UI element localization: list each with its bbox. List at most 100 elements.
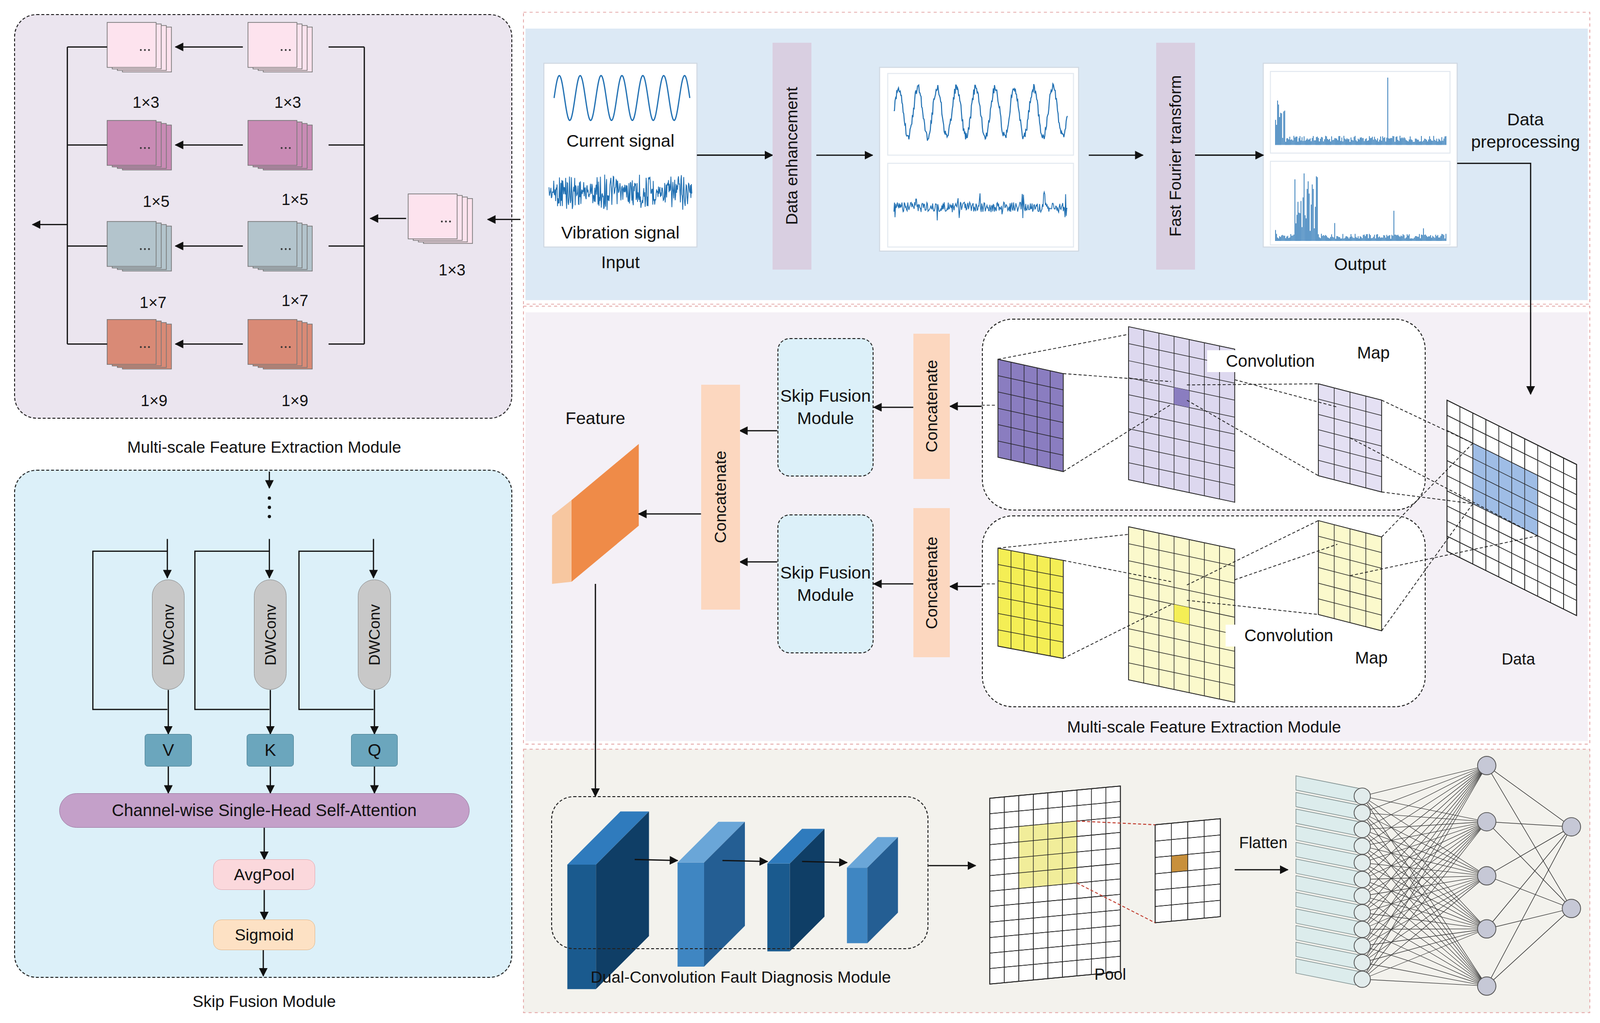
- arrow: [634, 858, 678, 860]
- process-box: Skip Fusion Module: [777, 337, 875, 477]
- input-neuron: [1354, 837, 1371, 855]
- nn-link: [1362, 795, 1487, 986]
- kernel-size-label: 1×5: [281, 190, 309, 210]
- spectrum-bar: [1365, 234, 1367, 241]
- spectrum-bar: [1378, 236, 1379, 241]
- spectrum-bar: [1416, 236, 1418, 241]
- nn-link: [1362, 912, 1487, 929]
- spectrum-bar: [1362, 237, 1363, 241]
- arrow: [487, 218, 521, 221]
- spectrum-bar: [1313, 188, 1314, 241]
- arrow-connector: [167, 689, 169, 734]
- process-box: Sigmoid: [213, 919, 316, 950]
- nn-link: [1362, 821, 1487, 863]
- spectrum-bar: [1378, 141, 1379, 146]
- spectrum-bar: [1311, 204, 1312, 241]
- spectrum-bar: [1434, 139, 1435, 146]
- spectrum-bar: [1440, 140, 1441, 145]
- ellipsis-dot: [280, 147, 283, 150]
- nn-link: [1486, 908, 1572, 986]
- spectrum-bar: [1385, 141, 1386, 145]
- spectrum-bar: [1437, 141, 1438, 145]
- spectrum-bar: [1374, 136, 1375, 146]
- grid-line: [1155, 867, 1221, 874]
- spectrum-bar: [1334, 137, 1335, 145]
- projection-line: [1186, 400, 1319, 476]
- arrow: [269, 538, 271, 578]
- spectrum-bar: [1306, 188, 1308, 241]
- spectrum-bar: [1283, 111, 1284, 145]
- spectrum-bar: [1314, 140, 1316, 146]
- spectrum-bar: [1293, 135, 1295, 146]
- node-text: Data enhancement: [781, 86, 803, 225]
- spectrum-bar: [1422, 235, 1423, 241]
- grid-line: [1447, 505, 1577, 570]
- panel-fill: [1263, 63, 1458, 247]
- grid-line: [1447, 536, 1577, 601]
- node-text: Skip Fusion Module: [15, 990, 513, 1012]
- spectrum-bar: [1309, 138, 1311, 145]
- spectrum-bar: [1396, 235, 1398, 241]
- spectrum-bar: [1383, 137, 1384, 145]
- nn-link: [1362, 962, 1487, 986]
- spectrum-bar: [1381, 140, 1382, 146]
- spectrum-bar: [1426, 139, 1427, 146]
- feature-map-layer: [107, 120, 157, 166]
- stage-label: Data: [1501, 649, 1535, 669]
- ellipsis-dot: [144, 346, 147, 349]
- spectrum-bar: [1417, 139, 1419, 146]
- spectrum-bar: [1397, 139, 1398, 145]
- spectrum-bar: [1300, 140, 1302, 145]
- spectrum-bar: [1392, 235, 1394, 241]
- spectrum-bar: [1350, 234, 1352, 241]
- spectrum-bar: [1277, 100, 1278, 145]
- nn-link: [1362, 845, 1487, 929]
- spectrum-bar: [1275, 119, 1276, 146]
- spectrum-bar: [1412, 238, 1413, 241]
- spectrum-bar: [1411, 237, 1412, 241]
- spectrum-bar: [1438, 138, 1439, 146]
- spectrum-bar: [1397, 234, 1398, 241]
- spectrum-bar: [1290, 139, 1292, 146]
- spectrum-bar: [1403, 137, 1405, 146]
- spectrum-bar: [1411, 139, 1412, 145]
- arrow-connector: [1195, 154, 1264, 156]
- spectrum-bar: [1395, 234, 1397, 241]
- nn-link: [1486, 826, 1572, 986]
- ellipsis-dot: [449, 220, 452, 223]
- projection-line: [1077, 882, 1156, 923]
- spectrum-bar: [1295, 223, 1297, 241]
- projection-line: [1186, 600, 1319, 615]
- spectrum-bar: [1388, 138, 1389, 146]
- panel: Skip Fusion ModuleDWConvDWConvDWConvVKQC…: [14, 469, 512, 978]
- spectrum-bar: [1444, 136, 1446, 146]
- nn-link: [1362, 875, 1487, 896]
- ellipsis-dot: [285, 248, 287, 251]
- spectrum-bar: [1327, 138, 1328, 145]
- spectrum-bar: [1326, 136, 1327, 146]
- grid-line: [997, 391, 1063, 406]
- grid-sheet: [1447, 400, 1577, 616]
- nn-link: [1486, 826, 1572, 929]
- spectrum-bar: [1418, 141, 1420, 145]
- spectrum-bar: [1391, 235, 1393, 241]
- spectrum-bar: [1325, 135, 1326, 146]
- ellipsis-dot: [288, 147, 291, 150]
- spectrum-bar: [1298, 212, 1299, 241]
- spectrum-bar: [1425, 138, 1426, 145]
- spectrum-bar: [1322, 137, 1323, 146]
- spectrum-bar: [1344, 237, 1346, 241]
- spectrum-bar: [1384, 235, 1385, 241]
- spectrum-bar: [1281, 235, 1282, 241]
- stage-label: Pool: [1094, 964, 1127, 984]
- node-text: Fast Fourier transform: [1164, 75, 1187, 237]
- spectrum-bar: [1277, 237, 1278, 241]
- nn-link: [1362, 945, 1487, 986]
- grid-line: [1204, 542, 1205, 696]
- spectrum-bar: [1445, 233, 1447, 241]
- spectrum-bar: [1339, 135, 1340, 145]
- nn-link: [1362, 928, 1487, 962]
- process-box: Q: [351, 733, 399, 767]
- spectrum-bar: [1275, 230, 1276, 241]
- spectrum-bar: [1281, 113, 1282, 145]
